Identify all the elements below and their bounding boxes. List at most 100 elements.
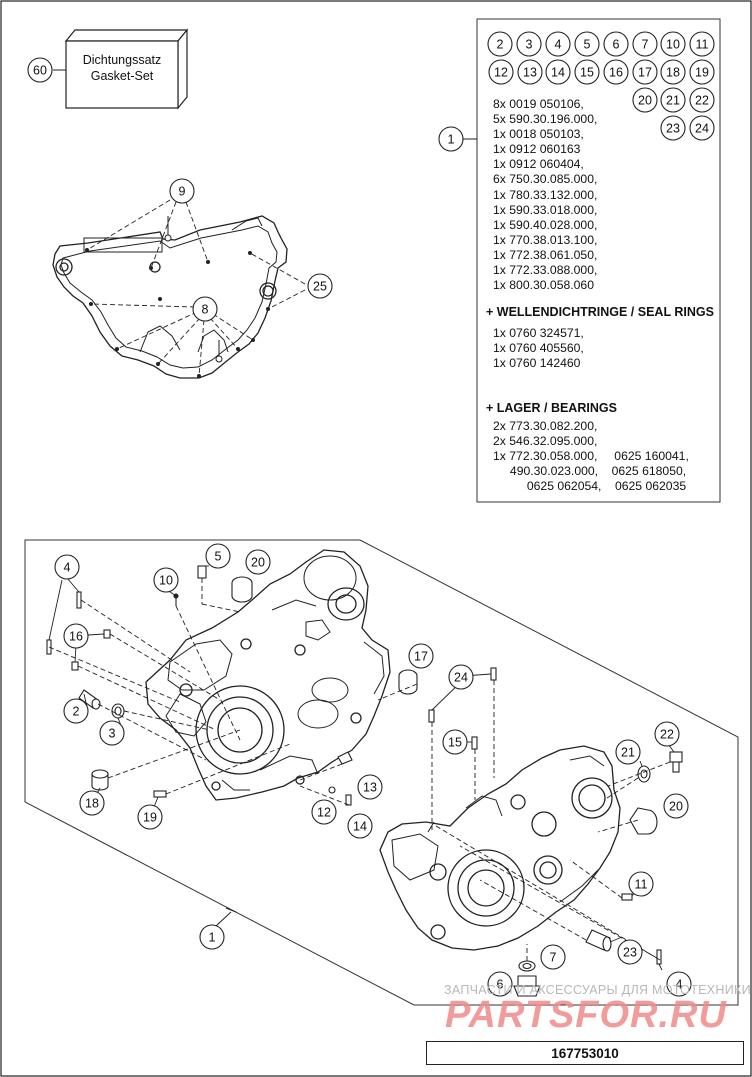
right-crankcase (379, 745, 621, 951)
callout-20a: 20 (245, 549, 271, 575)
small-parts (46, 565, 683, 997)
kit-callout-7: 7 (632, 31, 658, 57)
svg-text:18: 18 (85, 797, 99, 811)
callout-21: 21 (615, 739, 641, 765)
gasket-kit-box (64, 28, 189, 110)
kit-callout-18: 18 (660, 59, 686, 85)
svg-text:5: 5 (215, 550, 222, 564)
kit-callout-6: 6 (603, 31, 629, 57)
svg-text:21: 21 (621, 746, 635, 760)
svg-text:19: 19 (143, 811, 157, 825)
parts-list-line: 1x 0018 050103, (493, 127, 584, 142)
callout-17: 17 (408, 643, 434, 669)
callout-23: 23 (617, 939, 643, 965)
gasket-holes (85, 248, 270, 378)
callout-18: 18 (79, 790, 105, 816)
callout-24: 24 (448, 664, 474, 690)
svg-text:12: 12 (494, 66, 508, 80)
svg-text:6: 6 (497, 978, 504, 992)
svg-text:18: 18 (666, 66, 680, 80)
gasket-kit-label-de: Dichtungssatz (82, 53, 162, 67)
svg-text:13: 13 (523, 66, 537, 80)
parts-list-line: 1x 772.38.061.050, (493, 247, 598, 262)
kit-callout-21: 21 (660, 87, 686, 113)
callout-19: 19 (137, 804, 163, 830)
gasket-kit-label-en: Gasket-Set (90, 69, 154, 83)
callout-13: 13 (357, 774, 383, 800)
kit-callout-23: 23 (660, 115, 686, 141)
svg-text:10: 10 (159, 574, 173, 588)
bearing-line: 490.30.023.000, 0625 618050, (493, 464, 687, 479)
callout-22: 22 (654, 721, 680, 747)
kit-callout-5: 5 (574, 31, 600, 57)
gasket-pins (164, 216, 223, 363)
svg-text:12: 12 (317, 806, 331, 820)
kit-callout-3: 3 (516, 31, 542, 57)
kit-callout-12: 12 (488, 59, 514, 85)
left-crankcase (145, 549, 391, 801)
parts-list-line: 1x 780.33.132.000, (493, 187, 598, 202)
callout-10: 10 (153, 567, 179, 593)
svg-text:23: 23 (666, 122, 680, 136)
kit-callout-13: 13 (517, 59, 543, 85)
watermark-logo: PARTSFOR.RU (445, 994, 727, 1036)
callout-25: 25 (307, 273, 333, 299)
svg-text:6: 6 (613, 38, 620, 52)
svg-text:1: 1 (448, 133, 455, 147)
svg-text:4: 4 (676, 978, 683, 992)
seal-ring-line: 1x 0760 405560, (493, 341, 584, 356)
svg-text:13: 13 (363, 781, 377, 795)
callout-2: 2 (63, 698, 89, 724)
callout-3: 3 (99, 720, 125, 746)
bearings-title: + LAGER / BEARINGS (486, 401, 617, 415)
parts-list-line: 1x 0912 060163 (493, 142, 581, 157)
svg-text:15: 15 (448, 736, 462, 750)
kit-callout-20: 20 (632, 87, 658, 113)
parts-list-line: 1x 590.33.018.000, (493, 202, 598, 217)
svg-text:2: 2 (497, 38, 504, 52)
svg-text:17: 17 (414, 650, 428, 664)
kit-callout-14: 14 (545, 59, 571, 85)
callout-9: 9 (169, 178, 195, 204)
svg-text:3: 3 (109, 727, 116, 741)
svg-text:60: 60 (33, 64, 47, 78)
kit-callout-22: 22 (689, 87, 715, 113)
svg-text:24: 24 (695, 122, 709, 136)
parts-list-line: 8x 0019 050106, (493, 97, 584, 111)
kit-callout-17: 17 (632, 59, 658, 85)
svg-text:22: 22 (660, 728, 674, 742)
callout-60: 60 (27, 57, 53, 83)
svg-text:17: 17 (638, 66, 652, 80)
callout-5: 5 (205, 543, 231, 569)
svg-text:14: 14 (551, 66, 565, 80)
svg-text:11: 11 (696, 38, 709, 52)
engine-frame (24, 539, 739, 1006)
callout-11: 11 (628, 871, 654, 897)
kit-callout-11: 11 (689, 31, 715, 57)
bearing-line: 1x 772.30.058.000, 0625 160041, (493, 449, 689, 464)
parts-list-line: 1x 800.30.058.060 (493, 278, 594, 293)
svg-text:20: 20 (669, 800, 683, 814)
kit-callout-2: 2 (487, 31, 513, 57)
callout-1: 1 (199, 924, 225, 950)
parts-list-box (476, 18, 721, 503)
parts-list-line: 1x 0912 060404, (493, 157, 584, 172)
bearing-line: 2x 773.30.082.200, (493, 419, 598, 433)
bearing-line: 0625 062054, 0625 062035 (493, 479, 687, 494)
svg-text:15: 15 (580, 66, 594, 80)
svg-text:8: 8 (202, 303, 209, 317)
svg-text:23: 23 (623, 946, 637, 960)
callout-1-list: 1 (438, 126, 464, 152)
kit-callout-16: 16 (603, 59, 629, 85)
svg-text:16: 16 (69, 630, 83, 644)
svg-text:14: 14 (353, 820, 367, 834)
gasket-leaders (86, 199, 306, 377)
seal-ring-line: 1x 0760 142460 (493, 356, 581, 371)
svg-text:7: 7 (550, 951, 557, 965)
parts-list-line: 1x 590.40.028.000, (493, 217, 598, 232)
kit-callout-10: 10 (660, 31, 686, 57)
svg-text:10: 10 (666, 38, 680, 52)
